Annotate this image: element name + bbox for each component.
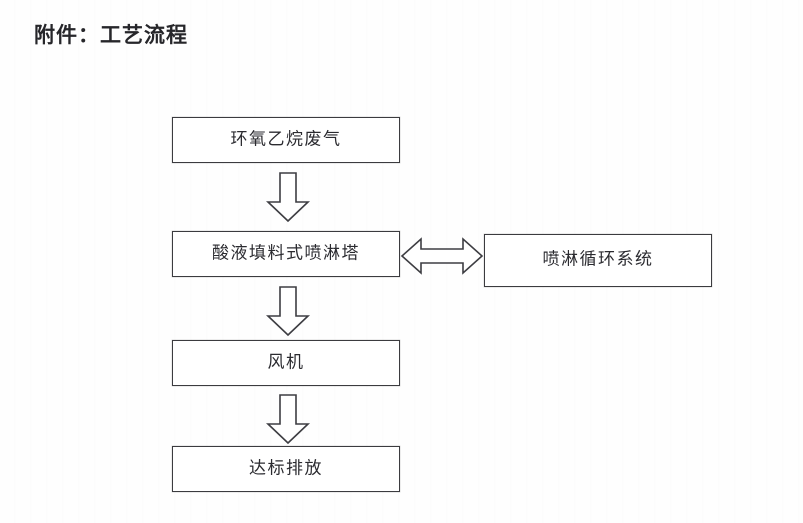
arrow-down-fan-to-discharge-icon — [265, 393, 311, 445]
flow-node-waste-gas[interactable]: 环氧乙烷废气 — [172, 117, 400, 163]
flow-node-fan-label: 风机 — [267, 352, 305, 372]
flow-node-discharge[interactable]: 达标排放 — [172, 446, 400, 492]
page-title: 附件：工艺流程 — [34, 23, 188, 47]
arrow-down-tower-to-fan-icon — [265, 285, 311, 337]
flow-node-waste-gas-label: 环氧乙烷废气 — [230, 129, 342, 149]
flow-node-spray-tower-label: 酸液填料式喷淋塔 — [212, 243, 360, 263]
flow-node-circulation-system[interactable]: 喷淋循环系统 — [484, 234, 712, 287]
flow-node-fan[interactable]: 风机 — [172, 340, 400, 386]
flow-node-discharge-label: 达标排放 — [249, 458, 323, 478]
flow-node-spray-tower[interactable]: 酸液填料式喷淋塔 — [172, 231, 400, 277]
arrow-down-gas-to-tower-icon — [265, 171, 311, 223]
arrow-bidirectional-tower-circulation-icon — [400, 234, 484, 278]
flow-node-circulation-system-label: 喷淋循环系统 — [542, 249, 654, 270]
